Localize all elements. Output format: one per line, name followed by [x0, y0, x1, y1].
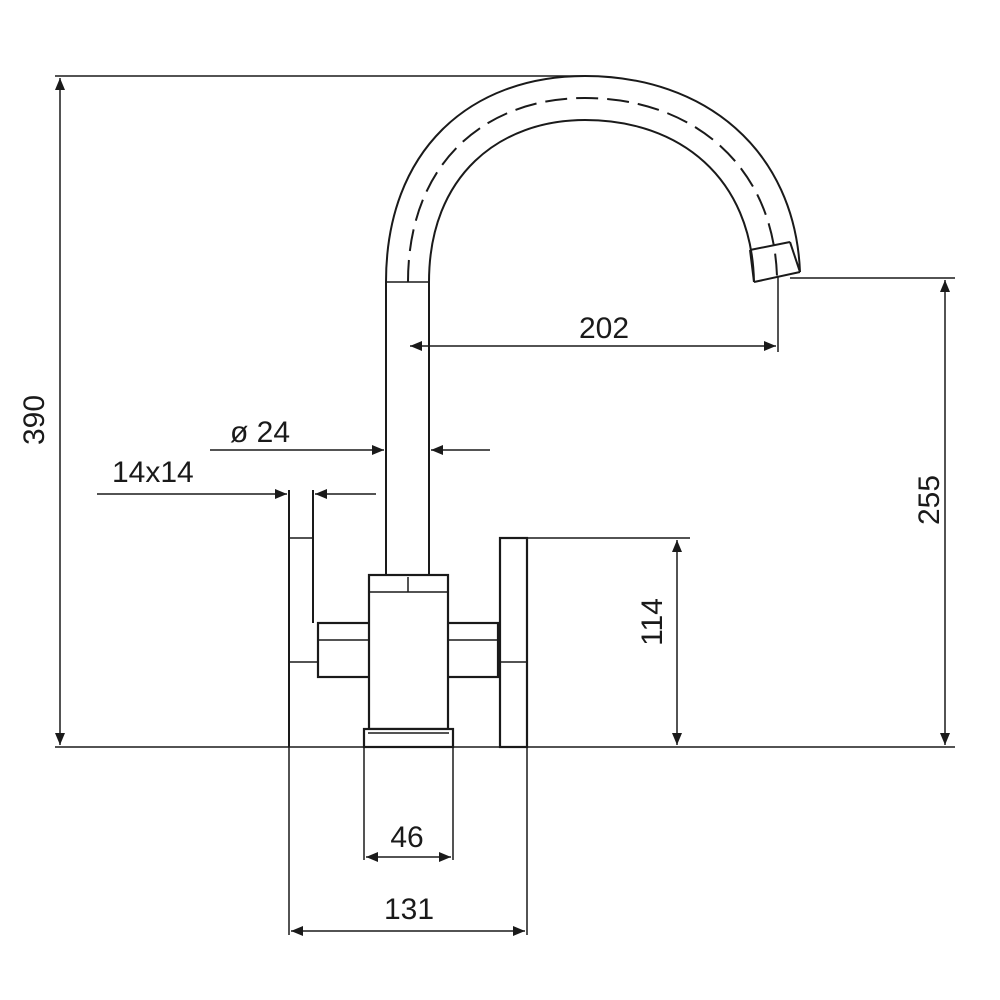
aerator-bottom-line	[753, 271, 801, 283]
dimension-labels: 390 255 114 202 ø 24 14x14 46 131	[18, 312, 946, 926]
label-14x14: 14x14	[112, 456, 194, 489]
right-lever-bar	[441, 621, 500, 679]
label-46: 46	[390, 821, 423, 854]
label-131: 131	[384, 893, 434, 926]
spout-centerline	[407, 96, 778, 283]
label-diameter-24: ø 24	[230, 416, 290, 449]
label-390: 390	[18, 395, 51, 445]
faucet-body	[367, 573, 450, 731]
aerator-side-line-right	[789, 241, 801, 273]
right-handle	[498, 536, 529, 749]
aerator-side-line	[749, 249, 755, 283]
left-lever-bar	[316, 621, 375, 679]
aerator-top-line	[749, 241, 791, 251]
spout-inner-contour	[428, 118, 755, 577]
label-255: 255	[913, 475, 946, 525]
label-202: 202	[579, 312, 629, 345]
dimension-lines	[55, 75, 955, 936]
label-114: 114	[636, 598, 669, 646]
faucet-outline	[288, 74, 801, 749]
faucet-base	[362, 727, 455, 749]
